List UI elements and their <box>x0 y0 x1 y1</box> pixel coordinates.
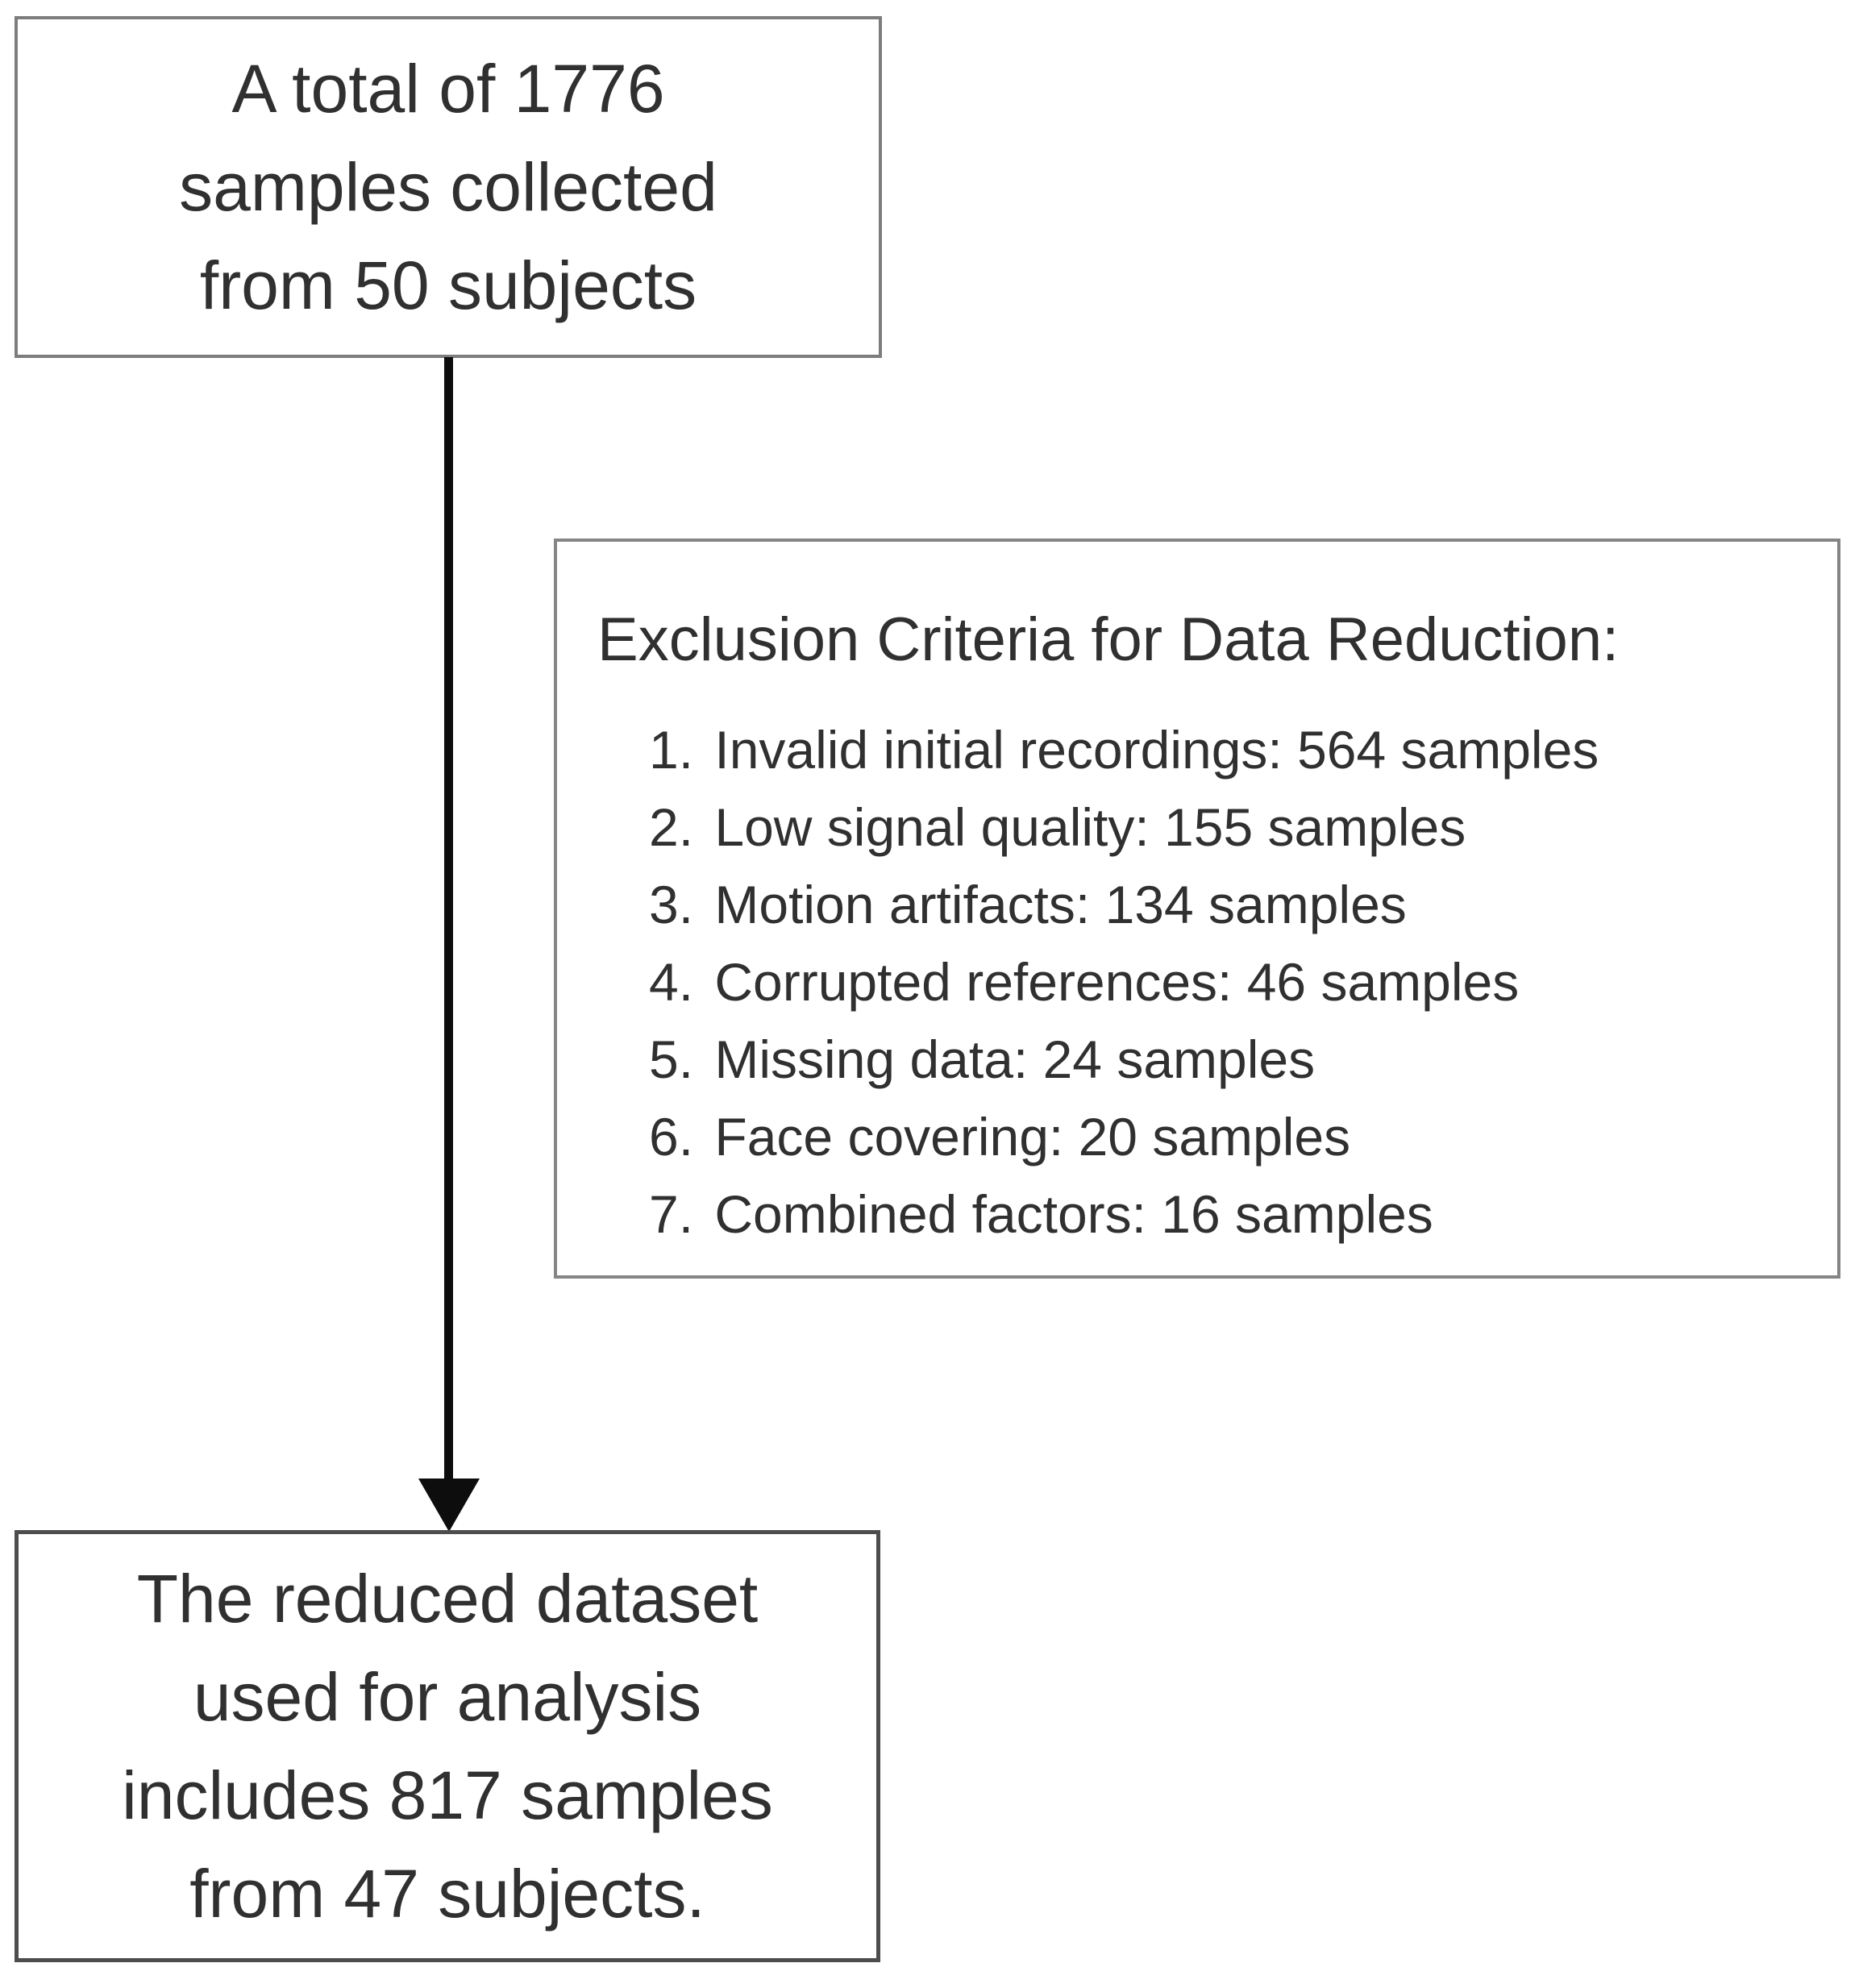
exclusion-item-number: 7. <box>649 1184 694 1244</box>
exclusion-item-number: 2. <box>649 797 694 857</box>
exclusion-item: 6. Face covering: 20 samples <box>649 1098 1815 1175</box>
exclusion-item-text: Invalid initial recordings: 564 samples <box>714 720 1599 780</box>
exclusion-item-number: 3. <box>649 875 694 934</box>
node-exclusion-criteria: Exclusion Criteria for Data Reduction: 1… <box>554 539 1840 1279</box>
exclusion-item-text: Combined factors: 16 samples <box>714 1184 1433 1244</box>
exclusion-item-number: 5. <box>649 1029 694 1089</box>
exclusion-item-text: Motion artifacts: 134 samples <box>714 875 1407 934</box>
exclusion-item: 1. Invalid initial recordings: 564 sampl… <box>649 711 1815 788</box>
node-reduced-dataset-line-2: used for analysis <box>193 1659 702 1735</box>
exclusion-item: 7. Combined factors: 16 samples <box>649 1175 1815 1253</box>
exclusion-item-text: Low signal quality: 155 samples <box>714 797 1466 857</box>
exclusion-item-number: 4. <box>649 952 694 1012</box>
exclusion-criteria-title: Exclusion Criteria for Data Reduction: <box>597 605 1620 674</box>
node-reduced-dataset: The reduced dataset used for analysis in… <box>15 1530 880 1962</box>
exclusion-criteria-list: 1. Invalid initial recordings: 564 sampl… <box>649 711 1815 1253</box>
exclusion-item-text: Face covering: 20 samples <box>714 1107 1351 1167</box>
exclusion-item: 2. Low signal quality: 155 samples <box>649 788 1815 866</box>
exclusion-item: 3. Motion artifacts: 134 samples <box>649 866 1815 943</box>
node-total-samples-line-1: A total of 1776 <box>231 51 665 127</box>
arrow-shaft <box>444 357 453 1483</box>
node-reduced-dataset-line-1: The reduced dataset <box>136 1561 759 1637</box>
node-reduced-dataset-line-4: from 47 subjects. <box>189 1856 705 1932</box>
exclusion-item-text: Missing data: 24 samples <box>714 1029 1316 1089</box>
exclusion-item: 5. Missing data: 24 samples <box>649 1021 1815 1098</box>
arrow-down-icon <box>418 1479 480 1532</box>
node-total-samples: A total of 1776 samples collected from 5… <box>15 16 882 358</box>
node-total-samples-line-2: samples collected <box>179 149 717 225</box>
exclusion-item-text: Corrupted references: 46 samples <box>714 952 1520 1012</box>
exclusion-item-number: 6. <box>649 1107 694 1167</box>
exclusion-item-number: 1. <box>649 720 694 780</box>
node-total-samples-line-3: from 50 subjects <box>199 247 697 323</box>
node-reduced-dataset-line-3: includes 817 samples <box>122 1757 773 1833</box>
exclusion-item: 4. Corrupted references: 46 samples <box>649 943 1815 1021</box>
